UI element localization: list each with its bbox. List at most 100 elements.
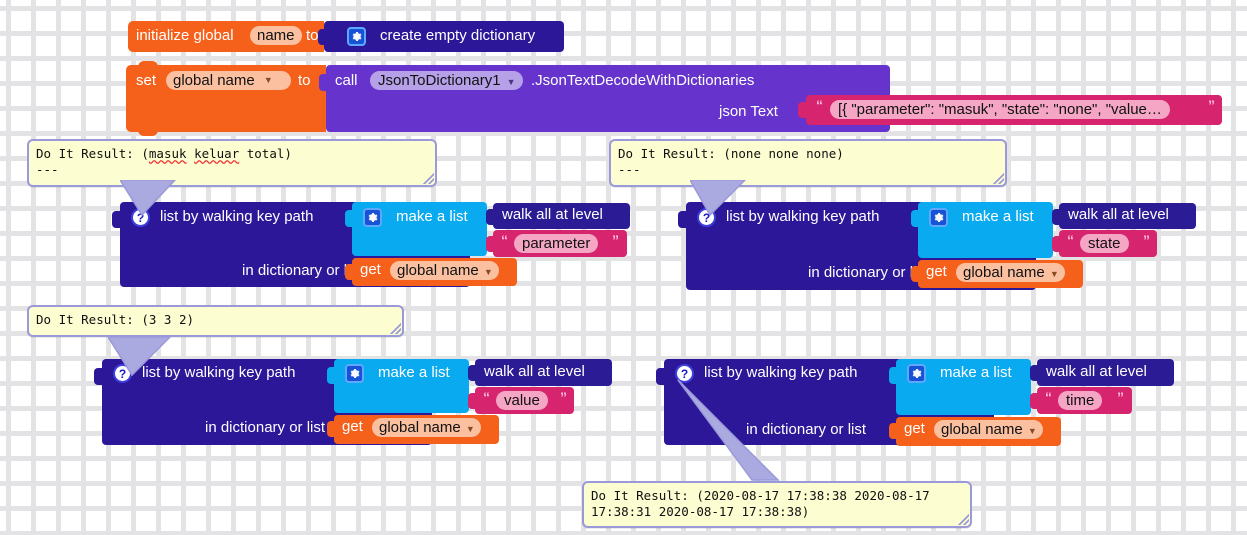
get-global-plug <box>327 421 337 437</box>
call-plug <box>319 74 329 91</box>
key-field-state[interactable]: state <box>1080 234 1129 253</box>
init-global-to-label: to <box>306 27 319 44</box>
json-text-plug <box>798 102 808 118</box>
gear-icon[interactable] <box>929 208 948 227</box>
result-parameter-tail <box>120 180 177 217</box>
close-quote-glyph: ” <box>612 232 619 248</box>
misspelled-word: masuk <box>148 146 187 161</box>
close-quote-glyph: ” <box>560 389 567 405</box>
key-field-parameter[interactable]: parameter <box>514 234 599 253</box>
make-a-list-plug <box>327 367 337 384</box>
result-value-line1: Do It Result: (3 3 2) <box>36 312 195 327</box>
make-a-list-label: make a list <box>962 208 1034 225</box>
walk-all-plug <box>1052 209 1062 225</box>
method-name: .JsonTextDecodeWithDictionaries <box>531 72 755 89</box>
init-global-prefix: initialize global <box>136 27 234 44</box>
set-global-bottom-bump <box>138 129 158 136</box>
get-global-name-value: global name <box>397 262 479 279</box>
gear-glyph <box>912 369 922 378</box>
set-global-name-dropdown[interactable]: global name ▼ <box>166 71 291 90</box>
gear-icon[interactable] <box>345 364 364 383</box>
call-label: call <box>335 72 358 89</box>
result-bubble-time[interactable]: Do It Result: (2020-08-17 17:38:38 2020-… <box>582 481 972 528</box>
chevron-down-icon[interactable]: ▼ <box>506 77 516 87</box>
gear-icon[interactable] <box>347 27 366 46</box>
get-label: get <box>342 418 363 435</box>
get-label: get <box>904 420 925 437</box>
get-global-plug <box>889 423 899 439</box>
set-to-label: to <box>298 72 311 89</box>
chevron-down-icon[interactable]: ▼ <box>465 424 475 434</box>
get-global-name-dropdown[interactable]: global name ▼ <box>934 420 1043 439</box>
key-string-plug <box>1052 236 1062 252</box>
make-a-list-plug <box>911 210 921 227</box>
set-global-name-value: global name <box>173 72 255 89</box>
bubble-resize-handle[interactable] <box>993 173 1004 184</box>
block-set-global-to-call[interactable]: set global name ▼ to call JsonToDictiona… <box>126 61 1222 136</box>
chevron-down-icon[interactable]: ▼ <box>263 75 273 85</box>
result-state-line1: Do It Result: (none none none) <box>618 146 844 161</box>
key-field-time[interactable]: time <box>1058 391 1103 410</box>
make-a-list-label: make a list <box>396 208 468 225</box>
walk-time-plug <box>656 368 666 385</box>
result-parameter-line2: --- <box>36 162 59 177</box>
chevron-down-icon[interactable]: ▼ <box>1049 269 1059 279</box>
get-global-name-dropdown[interactable]: global name ▼ <box>956 263 1065 282</box>
dictionary-plug <box>318 29 328 45</box>
result-state-line2: --- <box>618 162 641 177</box>
gear-glyph <box>350 369 360 378</box>
walk-all-plug <box>486 209 496 225</box>
key-string-plug <box>1030 393 1040 409</box>
result-parameter-line1: Do It Result: (masuk keluar total) <box>36 146 292 161</box>
component-dropdown[interactable]: JsonToDictionary1 ▼ <box>370 71 523 90</box>
gear-icon[interactable] <box>907 364 926 383</box>
open-quote-glyph: “ <box>1067 232 1074 248</box>
result-time-tail <box>677 379 780 481</box>
block-initialize-global[interactable]: initialize global name to create empty d… <box>128 21 564 52</box>
result-value-tail <box>108 337 172 377</box>
key-field-value[interactable]: value <box>496 391 548 410</box>
json-text-arg-label: json Text <box>719 103 778 120</box>
init-global-name-field[interactable]: name <box>250 26 302 45</box>
set-label: set <box>136 72 157 89</box>
gear-icon[interactable] <box>363 208 382 227</box>
gear-glyph <box>368 213 378 222</box>
result-bubble-value[interactable]: Do It Result: (3 3 2) <box>27 305 404 337</box>
walk-state-plug <box>678 211 688 228</box>
result-time-line2: 17:38:31 2020-08-17 17:38:38) <box>591 504 810 519</box>
chevron-down-icon[interactable]: ▼ <box>1027 426 1037 436</box>
open-quote-glyph: “ <box>501 232 508 248</box>
get-global-name-value: global name <box>941 421 1023 438</box>
walk-all-at-level-label: walk all at level <box>1068 206 1169 223</box>
open-quote-glyph: “ <box>816 97 823 113</box>
get-global-name-value: global name <box>963 264 1045 281</box>
bubble-resize-handle[interactable] <box>958 514 969 525</box>
walk-all-at-level-label: walk all at level <box>484 363 585 380</box>
open-quote-glyph: “ <box>1045 389 1052 405</box>
make-a-list-plug <box>889 367 899 384</box>
walk-value-plug <box>94 368 104 385</box>
close-quote-glyph: ” <box>1143 232 1150 248</box>
get-global-name-dropdown[interactable]: global name ▼ <box>390 261 499 280</box>
get-label: get <box>360 261 381 278</box>
result-time-line1: Do It Result: (2020-08-17 17:38:38 2020-… <box>591 488 930 503</box>
close-quote-glyph: ” <box>1117 389 1124 405</box>
walk-value-in-dict-label: in dictionary or list <box>205 419 326 436</box>
walk-all-plug <box>468 365 478 381</box>
walk-all-at-level-label: walk all at level <box>502 206 603 223</box>
get-label: get <box>926 263 947 280</box>
create-empty-dictionary-label: create empty dictionary <box>380 27 536 44</box>
bubble-resize-handle[interactable] <box>423 173 434 184</box>
close-quote-glyph: ” <box>1208 97 1215 113</box>
get-global-plug <box>345 264 355 280</box>
get-global-name-dropdown[interactable]: global name ▼ <box>372 418 481 437</box>
chevron-down-icon[interactable]: ▼ <box>483 267 493 277</box>
make-a-list-label: make a list <box>940 364 1012 381</box>
bubble-resize-handle[interactable] <box>390 323 401 334</box>
json-text-value-field[interactable]: [{ "parameter": "masuk", "state": "none"… <box>830 100 1170 119</box>
component-name: JsonToDictionary1 <box>378 72 501 89</box>
get-global-name-value: global name <box>379 419 461 436</box>
get-global-plug <box>911 266 921 282</box>
key-string-plug <box>486 236 496 252</box>
